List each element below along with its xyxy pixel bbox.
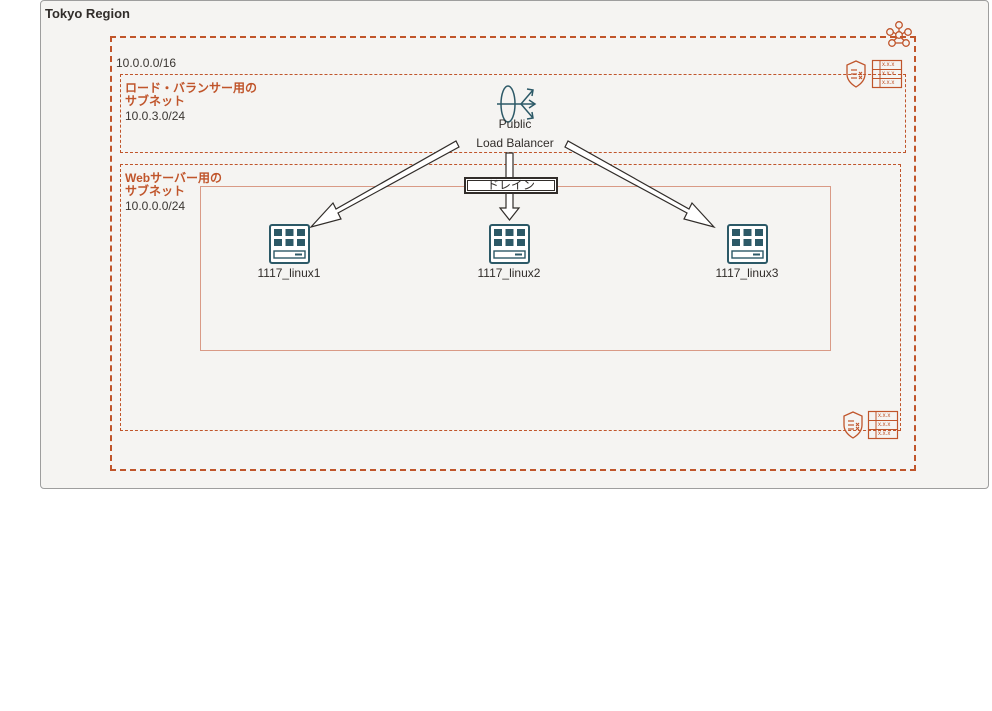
load-balancer-label-line2: Load Balancer <box>476 136 554 150</box>
route-table-cell: x.x.x <box>878 422 891 428</box>
server-linux1[interactable] <box>269 224 310 264</box>
route-table-icon: x.x.x x.x.x x.x.x <box>867 410 899 440</box>
vcn-cidr: 10.0.0.0/16 <box>116 56 177 70</box>
server-label: 1117_linux1 <box>257 266 321 280</box>
arrow-to-linux3 <box>564 140 716 229</box>
server-linux3[interactable] <box>727 224 768 264</box>
server-icon <box>727 224 768 264</box>
web-subnet-title-line1: Webサーバー用の <box>125 171 222 185</box>
load-balancer-icon <box>497 85 537 123</box>
server-icon <box>489 224 530 264</box>
server-label: 1117_linux3 <box>715 266 779 280</box>
server-icon <box>269 224 310 264</box>
security-list-icon <box>846 60 866 88</box>
route-table-cell: x.x.x <box>878 413 891 419</box>
web-subnet-title-line2: サブネット <box>125 184 186 198</box>
route-table-cell: x.x.x <box>878 431 891 437</box>
lb-subnet-title-line2: サブネット <box>125 94 186 108</box>
web-subnet-cidr: 10.0.0.0/24 <box>125 199 186 213</box>
server-linux2[interactable] <box>489 224 530 264</box>
route-table-cell: x.x.x <box>882 80 895 86</box>
route-table-icon: x.x.x x.x.x x.x.x <box>871 59 903 89</box>
lb-subnet-cidr: 10.0.3.0/24 <box>125 109 186 123</box>
drain-badge: ドレイン <box>464 177 558 194</box>
lb-subnet-title-line1: ロード・バランサー用の <box>125 81 258 95</box>
vcn-container <box>110 36 916 471</box>
server-label: 1117_linux2 <box>477 266 541 280</box>
region-title: Tokyo Region <box>45 6 130 21</box>
drain-label: ドレイン <box>486 178 535 192</box>
route-table-cell: x.x.x <box>882 62 895 68</box>
security-list-icon <box>843 411 863 439</box>
load-balancer-label-line1: Public <box>498 117 532 131</box>
route-table-cell: x.x.x <box>882 71 895 77</box>
vcn-network-icon <box>886 21 912 47</box>
arrow-to-linux1 <box>309 140 460 229</box>
